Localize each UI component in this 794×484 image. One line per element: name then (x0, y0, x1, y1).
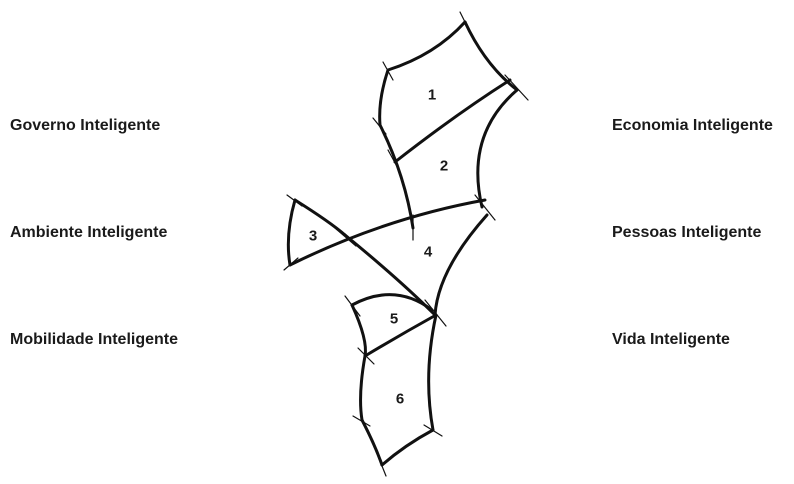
edge-left-lower (350, 303, 367, 358)
tick-junction-right (474, 194, 496, 221)
tick-region3-cross (334, 227, 357, 247)
tick-top-left (382, 61, 394, 81)
region-numbers: 1 2 3 4 5 6 (309, 87, 448, 408)
label-pessoas: Pessoas Inteligente (612, 224, 762, 241)
edge-region3-left (286, 198, 297, 267)
tick-region5-left (344, 295, 361, 317)
tick-top (459, 11, 471, 33)
region-5: 5 (390, 311, 398, 328)
tick-region3-top (286, 194, 303, 207)
tick-right (504, 74, 529, 101)
tick-region6-right (423, 424, 443, 437)
tick-bottom (377, 455, 387, 477)
tick-region6-left (352, 415, 371, 427)
edge-left-mid (378, 123, 415, 230)
diagram-ticks (283, 11, 529, 477)
region-3: 3 (309, 228, 317, 245)
region-6: 6 (396, 391, 404, 408)
edge-region6-left (359, 354, 367, 422)
edge-region3-top (293, 198, 347, 237)
edge-left-upper (378, 68, 390, 127)
region-1: 1 (428, 87, 436, 104)
edge-right-mid (476, 88, 519, 209)
label-vida: Vida Inteligente (612, 331, 730, 348)
tick-region5-lower (357, 347, 375, 365)
edge-horizontal (288, 198, 487, 267)
edge-top-arc (386, 20, 467, 72)
tick-left-upper (372, 117, 387, 135)
tick-region5-right (424, 299, 447, 327)
edge-region5-top (350, 293, 434, 312)
tick-region3-bottom (283, 257, 299, 271)
edge-region6-right (427, 313, 438, 432)
edge-region6-bottom-right (380, 428, 435, 467)
label-governo: Governo Inteligente (10, 117, 161, 134)
label-economia: Economia Inteligente (612, 117, 773, 134)
tick-diag-left (387, 149, 401, 173)
region-4: 4 (424, 244, 433, 261)
region-2: 2 (440, 158, 448, 175)
label-ambiente: Ambiente Inteligente (10, 224, 168, 241)
edge-diagonal-1-2 (393, 78, 512, 164)
edge-region5-bottom (363, 313, 438, 358)
edge-right-lower (433, 213, 489, 317)
label-mobilidade: Mobilidade Inteligente (10, 331, 179, 348)
